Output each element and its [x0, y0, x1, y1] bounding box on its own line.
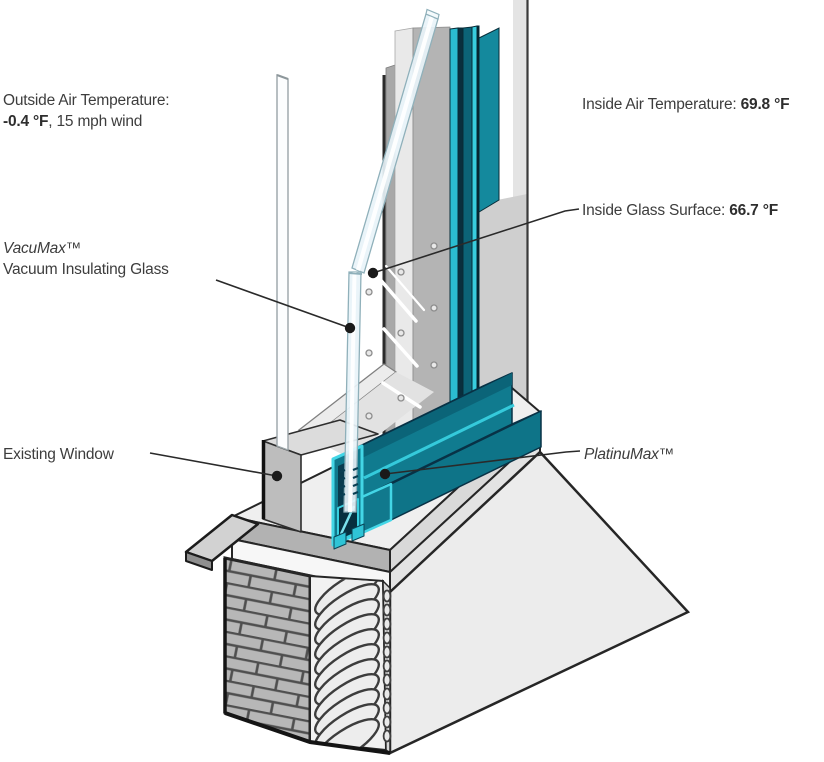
leader-platinumax	[384, 450, 581, 475]
label-inside-air-temperature: Inside Air Temperature: 69.8 °F	[582, 94, 790, 115]
outside-air-value: -0.4 °F	[3, 113, 49, 130]
glazing-gaskets	[339, 466, 359, 498]
outside-air-suffix: , 15 mph wind	[48, 113, 143, 130]
leader-inside-glass	[372, 208, 580, 274]
inside-glass-prefix: Inside Glass Surface:	[582, 202, 730, 219]
inside-air-prefix: Inside Air Temperature:	[582, 96, 741, 113]
dot-vacumax	[344, 322, 356, 334]
leader-lines	[149, 208, 581, 477]
label-outside-air-temperature: Outside Air Temperature: -0.4 °F, 15 mph…	[3, 90, 170, 132]
platinumax-frame	[331, 372, 542, 550]
dot-existing-window	[271, 470, 283, 482]
wall-block	[223, 450, 691, 755]
label-platinumax: PlatinuMax™	[584, 444, 674, 465]
existing-window-glass	[276, 74, 289, 451]
platinumax-brand: PlatinuMax™	[584, 446, 674, 463]
inside-glass-value: 66.7 °F	[729, 202, 778, 219]
dot-inside-glass	[367, 267, 379, 279]
label-vacumax: VacuMax™ Vacuum Insulating Glass	[3, 238, 169, 280]
leader-dots	[271, 267, 391, 482]
existing-window-text: Existing Window	[3, 446, 114, 463]
inside-air-value: 69.8 °F	[740, 96, 790, 113]
outside-air-title: Outside Air Temperature:	[3, 92, 170, 109]
insulation-batts	[314, 577, 380, 751]
leader-existing-window	[149, 452, 278, 477]
leader-vacumax	[215, 279, 351, 329]
platinumax-jamb-profile	[449, 25, 500, 415]
brick-wall	[223, 556, 312, 745]
label-inside-glass-surface: Inside Glass Surface: 66.7 °F	[582, 200, 778, 221]
vacumax-glass-pane	[339, 8, 440, 513]
vacumax-brand: VacuMax™	[3, 240, 81, 257]
insulation-edge-strip	[382, 579, 392, 755]
dot-platinumax	[379, 468, 391, 480]
vacumax-desc: Vacuum Insulating Glass	[3, 261, 169, 278]
label-existing-window: Existing Window	[3, 444, 114, 465]
